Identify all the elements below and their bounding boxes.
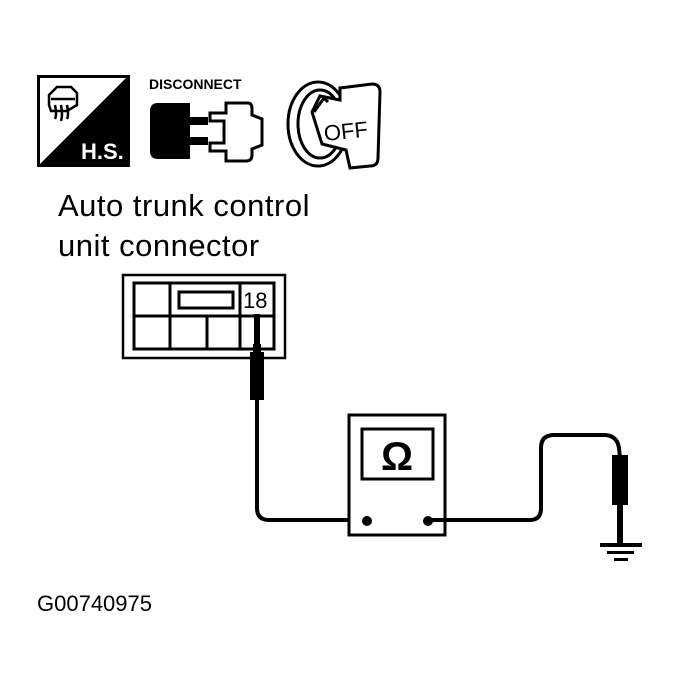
meter-terminal-left [362,516,372,526]
probe-ground [612,455,628,505]
hood-service-icon: H.S. [37,75,130,167]
component-title-line1: Auto trunk control [58,188,310,223]
figure-id: G00740975 [37,591,152,616]
ohm-symbol: Ω [381,435,413,479]
component-title-line2: unit connector [58,228,260,263]
terminal-number: 18 [243,288,268,313]
ground-symbol-icon [600,543,642,561]
disconnect-label: DISCONNECT [149,76,242,92]
hs-label: H.S. [81,139,124,164]
disconnect-connector-icon [148,95,270,167]
ohmmeter-body [347,413,447,537]
ignition-off-icon: OFF [284,78,384,172]
meter-terminal-right [423,516,433,526]
probe-positive [250,352,264,400]
off-label: OFF [323,117,369,146]
